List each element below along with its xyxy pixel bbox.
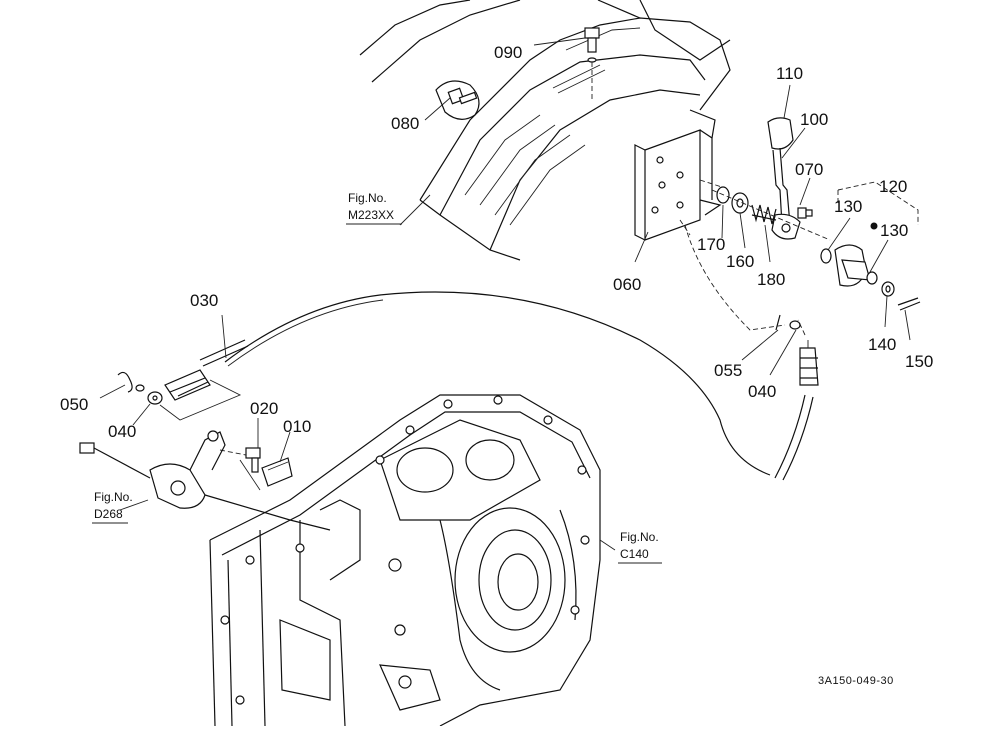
fender-panel-drawing: [359, 0, 731, 261]
label-050: 050: [60, 395, 88, 414]
part-number-labels: 090 080 110 100 070 120 130 130 170 160 …: [60, 43, 933, 441]
fig-ref-m223-line1: Fig.No.: [348, 191, 387, 205]
label-140: 140: [868, 335, 896, 354]
shift-lever-casting-drawing: [79, 430, 331, 531]
lever-assembly-drawing: [711, 117, 831, 241]
label-030: 030: [190, 291, 218, 310]
leader-lines: [99, 37, 911, 463]
fig-ref-m223-line2: M223XX: [348, 208, 394, 222]
shifter-bracket-drawing: [219, 447, 293, 491]
label-130-a: 130: [834, 197, 862, 216]
fig-ref-c140-line1: Fig.No.: [620, 530, 659, 544]
fig-ref-c140: Fig.No. C140: [618, 530, 662, 564]
fig-ref-d268-line2: D268: [94, 507, 123, 521]
fig-ref-m223: Fig.No. M223XX: [346, 191, 402, 225]
label-130-b: 130: [880, 221, 908, 240]
bracket-060-drawing: [634, 109, 726, 241]
label-055: 055: [714, 361, 742, 380]
cable-end-left-drawing: [117, 369, 242, 421]
label-010: 010: [283, 417, 311, 436]
bolt-080-icon: [435, 80, 480, 120]
label-150: 150: [905, 352, 933, 371]
label-020: 020: [250, 399, 278, 418]
fig-ref-d268: Fig.No. D268: [92, 490, 133, 524]
drawing-code: 3A150-049-30: [818, 675, 894, 687]
bolt-090-icon: [584, 27, 600, 100]
label-040-b: 040: [748, 382, 776, 401]
label-180: 180: [757, 270, 785, 289]
label-080: 080: [391, 114, 419, 133]
fig-ref-d268-line1: Fig.No.: [94, 490, 133, 504]
cable-030-drawing: [199, 224, 819, 481]
label-070: 070: [795, 160, 823, 179]
cam-assembly-120-drawing: [820, 181, 921, 311]
label-100: 100: [800, 110, 828, 129]
label-170: 170: [697, 235, 725, 254]
label-060: 060: [613, 275, 641, 294]
label-110: 110: [776, 64, 803, 83]
fig-ref-c140-line2: C140: [620, 547, 649, 561]
label-090: 090: [494, 43, 522, 62]
label-040-a: 040: [108, 422, 136, 441]
label-160: 160: [726, 252, 754, 271]
transmission-case-drawing: [209, 394, 616, 727]
label-120: 120: [879, 177, 907, 196]
